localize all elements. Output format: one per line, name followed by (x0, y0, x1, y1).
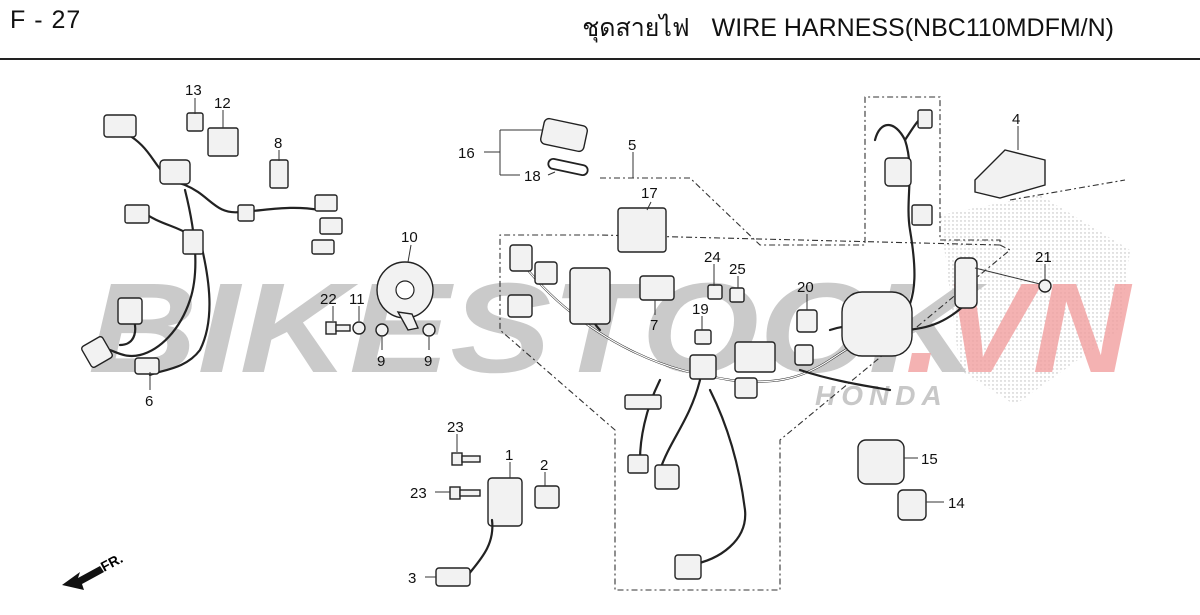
connector-icon (627, 454, 649, 474)
callout-11: 11 (349, 291, 365, 308)
header-divider (0, 58, 1200, 60)
callout-5: 5 (628, 137, 636, 154)
relay-holder-part-13 (186, 112, 204, 132)
connector-icon (314, 194, 338, 212)
callout-23b: 23 (410, 485, 427, 502)
callout-17: 17 (641, 185, 658, 202)
title-english: WIRE HARNESS(NBC110MDFM/N) (711, 14, 1114, 42)
callout-23a: 23 (447, 419, 464, 436)
connector-icon (954, 257, 978, 309)
bolt-part-23b (449, 486, 481, 500)
connector-icon (794, 344, 814, 366)
callout-19: 19 (692, 301, 709, 318)
connector-icon (569, 267, 611, 325)
callout-24: 24 (704, 249, 721, 266)
relay-part-12 (207, 127, 239, 157)
callout-9b: 9 (424, 353, 432, 370)
connector-icon (674, 554, 702, 580)
boot-cover (841, 291, 913, 357)
unit-part-1 (487, 477, 523, 527)
connector-icon (509, 244, 533, 272)
module-part-4 (974, 149, 1046, 199)
callout-21: 21 (1035, 249, 1052, 266)
callout-7: 7 (650, 317, 658, 334)
sub-harness-part-6 (81, 114, 343, 377)
connector-icon (134, 357, 160, 375)
connector-icon (81, 336, 113, 368)
horn-part-10 (376, 261, 434, 331)
connector-part-19 (694, 329, 712, 345)
connector-icon (734, 341, 776, 373)
leader-lines (149, 98, 1046, 578)
connector-icon (624, 394, 662, 410)
callout-8: 8 (274, 135, 282, 152)
watermark-honda: HONDA (815, 380, 948, 411)
connector-icon (911, 204, 933, 226)
page-header: F - 27 ชุดสายไฟ WIRE HARNESS(NBC110MDFM/N… (0, 0, 1200, 60)
rubber-part-2 (534, 485, 560, 509)
clip-part-25 (729, 287, 745, 303)
nut-part-11 (352, 321, 366, 335)
bolt-part-22 (325, 321, 351, 335)
holder-part-7 (639, 275, 675, 301)
connector-icon (654, 464, 680, 490)
callout-1: 1 (505, 447, 513, 464)
title-thai: ชุดสายไฟ (582, 13, 690, 42)
connector-icon (124, 204, 150, 224)
callout-14: 14 (948, 495, 965, 512)
callout-labels: 1 2 3 4 5 6 7 8 9 9 10 11 12 13 14 15 16… (145, 82, 1052, 587)
connector-icon (507, 294, 533, 318)
connector-icon (159, 159, 191, 185)
connector-part-8 (269, 159, 289, 189)
connector-icon (319, 217, 343, 235)
seal-part-18 (547, 157, 589, 177)
connector-icon (311, 239, 335, 255)
callout-22: 22 (320, 291, 337, 308)
cover-part-15 (857, 439, 905, 485)
callout-18: 18 (524, 168, 541, 185)
callout-10: 10 (401, 229, 418, 246)
front-direction-arrow-icon: FR. (62, 550, 125, 590)
connector-icon (534, 261, 558, 285)
assembly-boundary (499, 96, 1126, 591)
page-title: ชุดสายไฟ WIRE HARNESS(NBC110MDFM/N) (582, 8, 1114, 48)
connector-icon (237, 204, 255, 222)
page-code: F - 27 (10, 6, 82, 34)
connector-icon (103, 114, 137, 138)
connector-part-3 (435, 567, 471, 587)
callout-13: 13 (185, 82, 202, 99)
bolt-part-21 (1038, 279, 1052, 293)
clip-part-24 (707, 284, 723, 300)
callout-25: 25 (729, 261, 746, 278)
callout-2: 2 (540, 457, 548, 474)
callout-6: 6 (145, 393, 153, 410)
shaded-mount-area (940, 195, 1130, 405)
callout-16: 16 (458, 145, 475, 162)
connector-icon (689, 354, 717, 380)
connector-part-20 (796, 309, 818, 333)
callout-20: 20 (797, 279, 814, 296)
main-harness-part-5 (507, 109, 978, 580)
connector-icon (884, 157, 912, 187)
connector-icon (182, 229, 204, 255)
lead-wire (466, 518, 494, 577)
callout-12: 12 (214, 95, 231, 112)
bolt-part-23a (451, 452, 481, 466)
connector-icon (117, 297, 143, 325)
callout-4: 4 (1012, 111, 1020, 128)
cover-part-16 (540, 117, 588, 153)
cover-part-14 (897, 489, 927, 521)
connector-icon (917, 109, 933, 129)
washer-part-9a (375, 323, 389, 337)
callout-3: 3 (408, 570, 416, 587)
washer-part-9b (422, 323, 436, 337)
callout-15: 15 (921, 451, 938, 468)
watermark-vn: .VN (905, 257, 1133, 400)
connector-icon (734, 377, 758, 399)
fuse-box-part-17 (617, 207, 667, 253)
callout-9a: 9 (377, 353, 385, 370)
